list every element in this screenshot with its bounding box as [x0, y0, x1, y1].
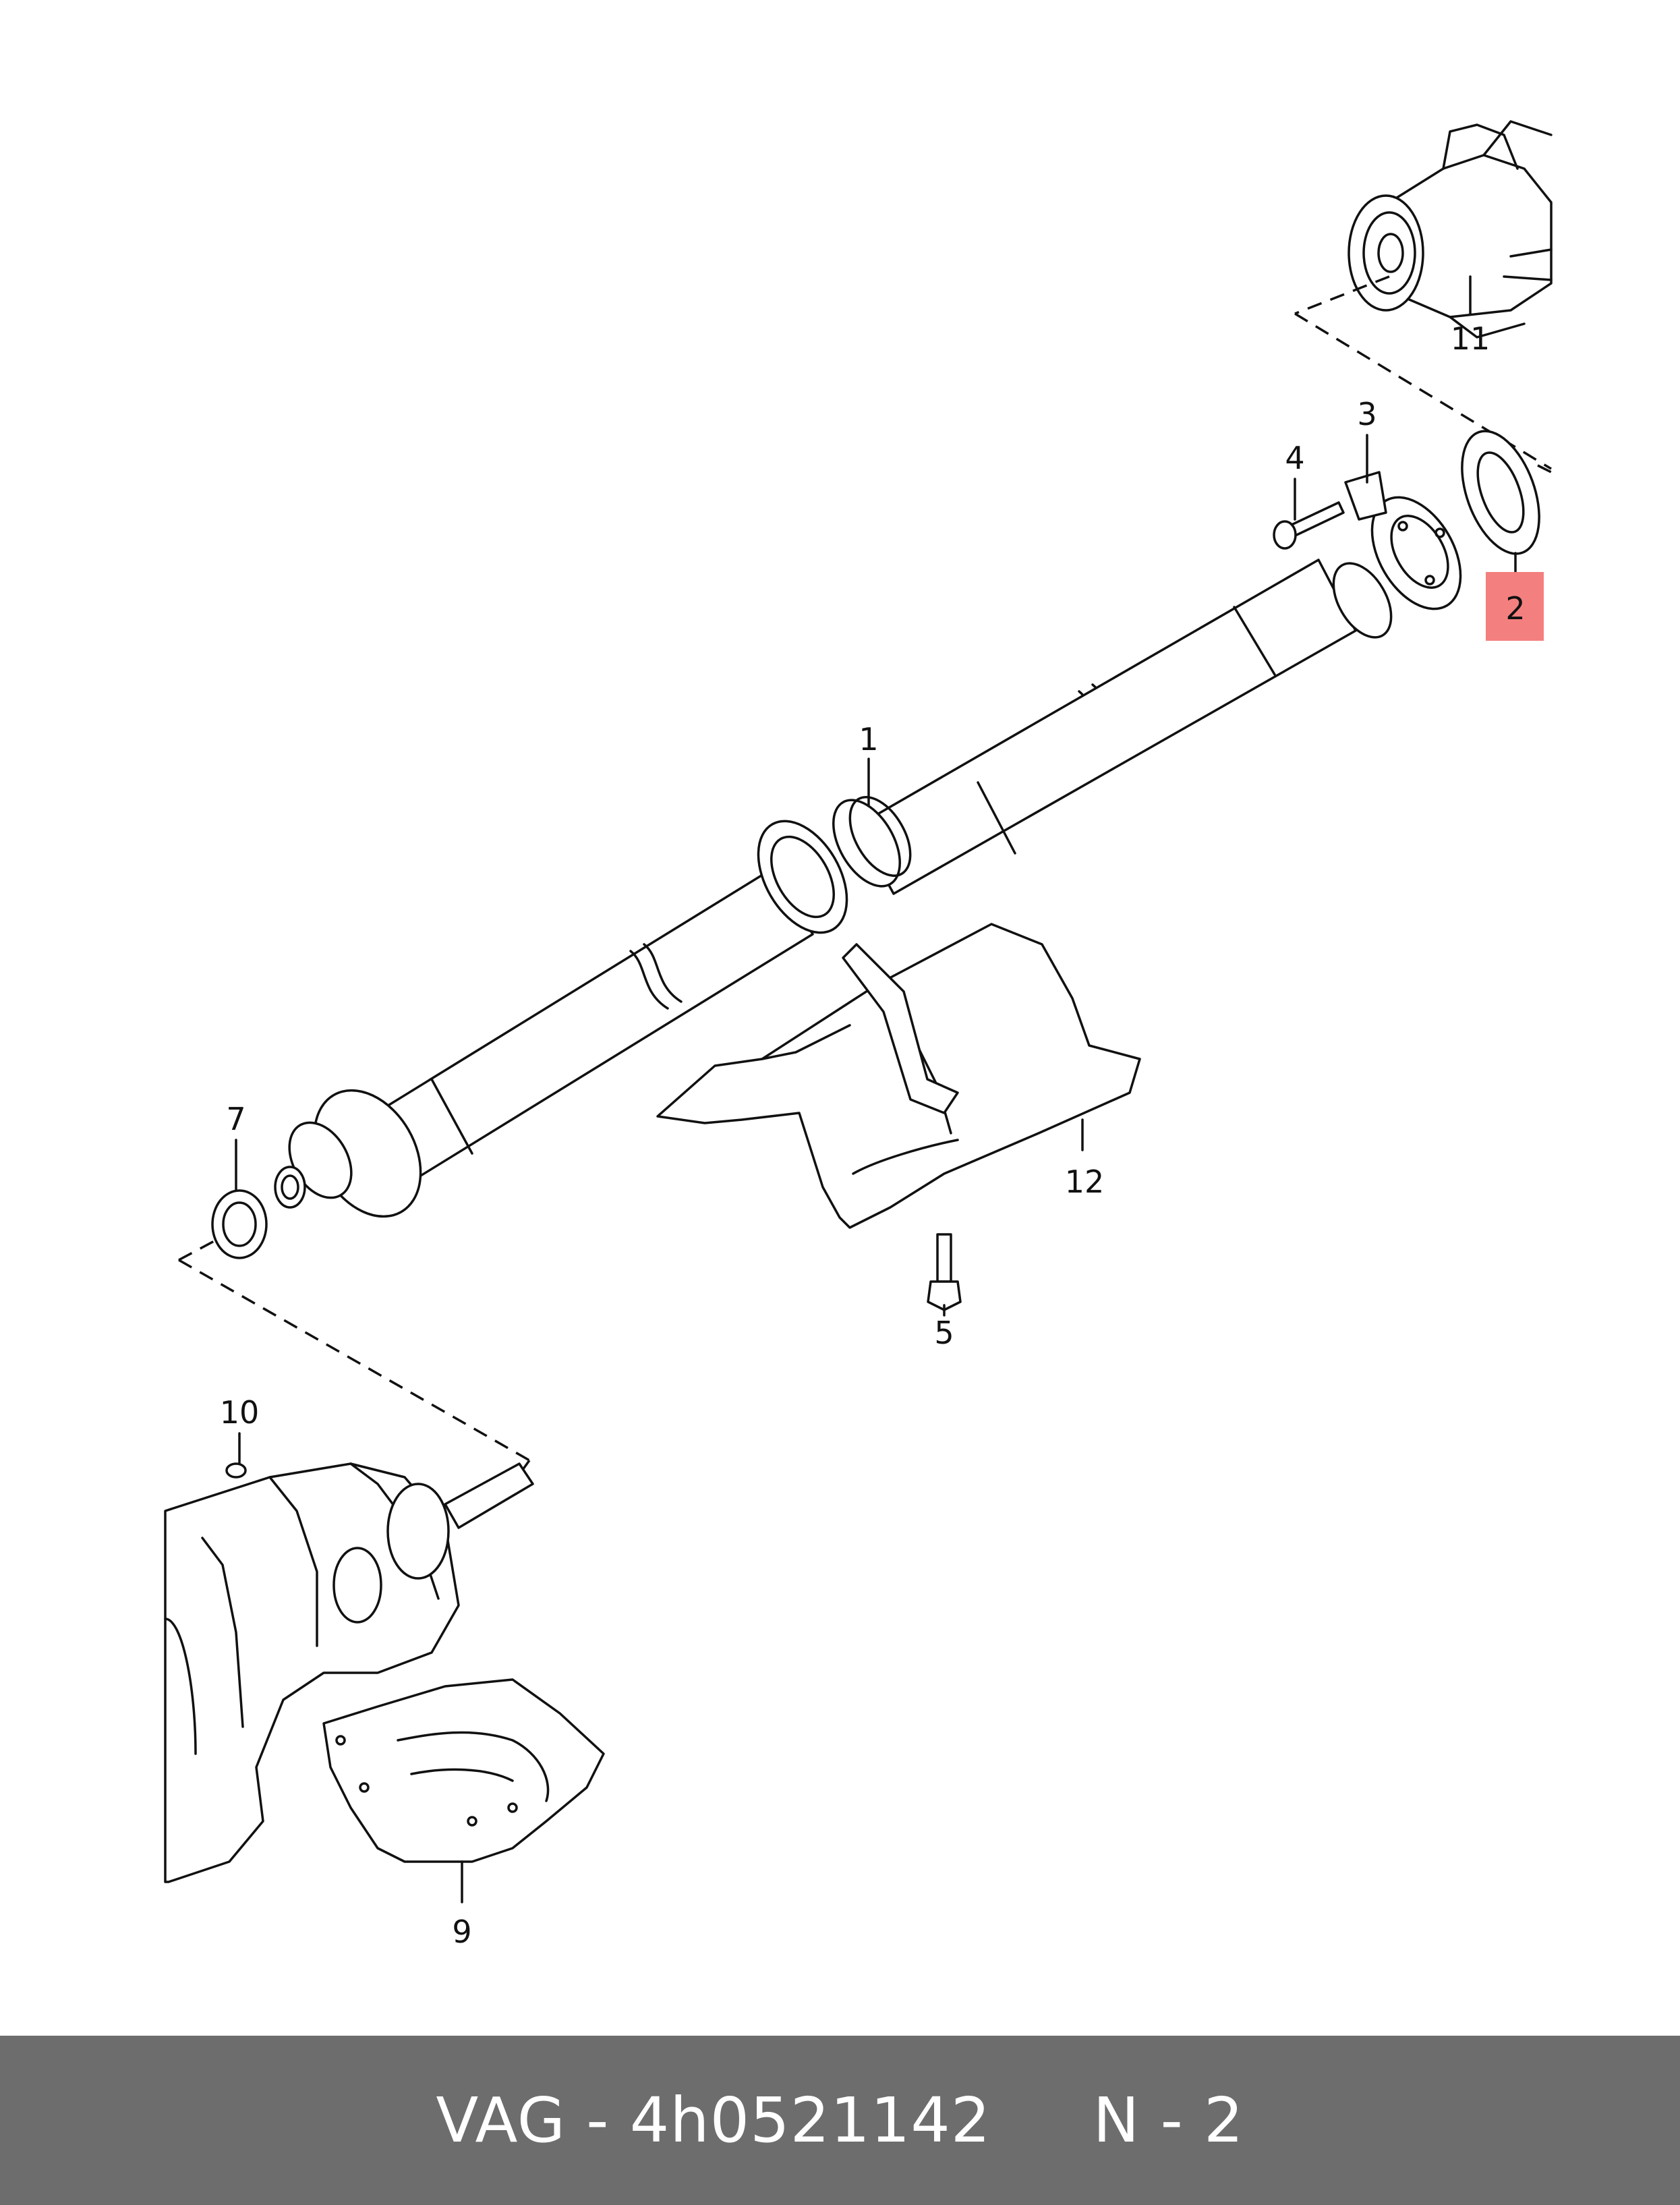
- callout-7: 7: [226, 1101, 245, 1137]
- footer-part-number: VAG - 4h0521142 N - 2: [436, 2084, 1244, 2156]
- leader-lines: [235, 275, 1517, 1903]
- driveshaft-exploded-diagram: 1 2 3 4 5 7 9 10 11 12: [164, 120, 1553, 1950]
- callout-9: 9: [452, 1914, 471, 1950]
- bolt-4: [1273, 501, 1345, 550]
- highlight-box-2: [1486, 572, 1544, 641]
- transmission: [164, 1462, 534, 1883]
- center-bearing-bracket: [842, 943, 959, 1114]
- flange-gasket: [1461, 430, 1540, 555]
- callout-1: 1: [859, 721, 878, 757]
- callout-3: 3: [1357, 396, 1377, 432]
- callout-5: 5: [934, 1315, 954, 1351]
- rear-differential: [1348, 120, 1553, 339]
- front-connection-line: [178, 1226, 531, 1485]
- shield-plate: [1344, 471, 1387, 521]
- callout-2: 2: [1505, 590, 1525, 627]
- callout-12: 12: [1065, 1164, 1105, 1200]
- callout-11: 11: [1451, 320, 1490, 357]
- propeller-shaft: [274, 496, 1462, 1218]
- callout-10: 10: [220, 1394, 260, 1431]
- bolt-5: [927, 1233, 962, 1311]
- clamp: [211, 1189, 268, 1259]
- footer-bar: VAG - 4h0521142 N - 2: [0, 2036, 1680, 2205]
- cover-plate: [322, 1678, 605, 1863]
- callout-4: 4: [1285, 440, 1304, 476]
